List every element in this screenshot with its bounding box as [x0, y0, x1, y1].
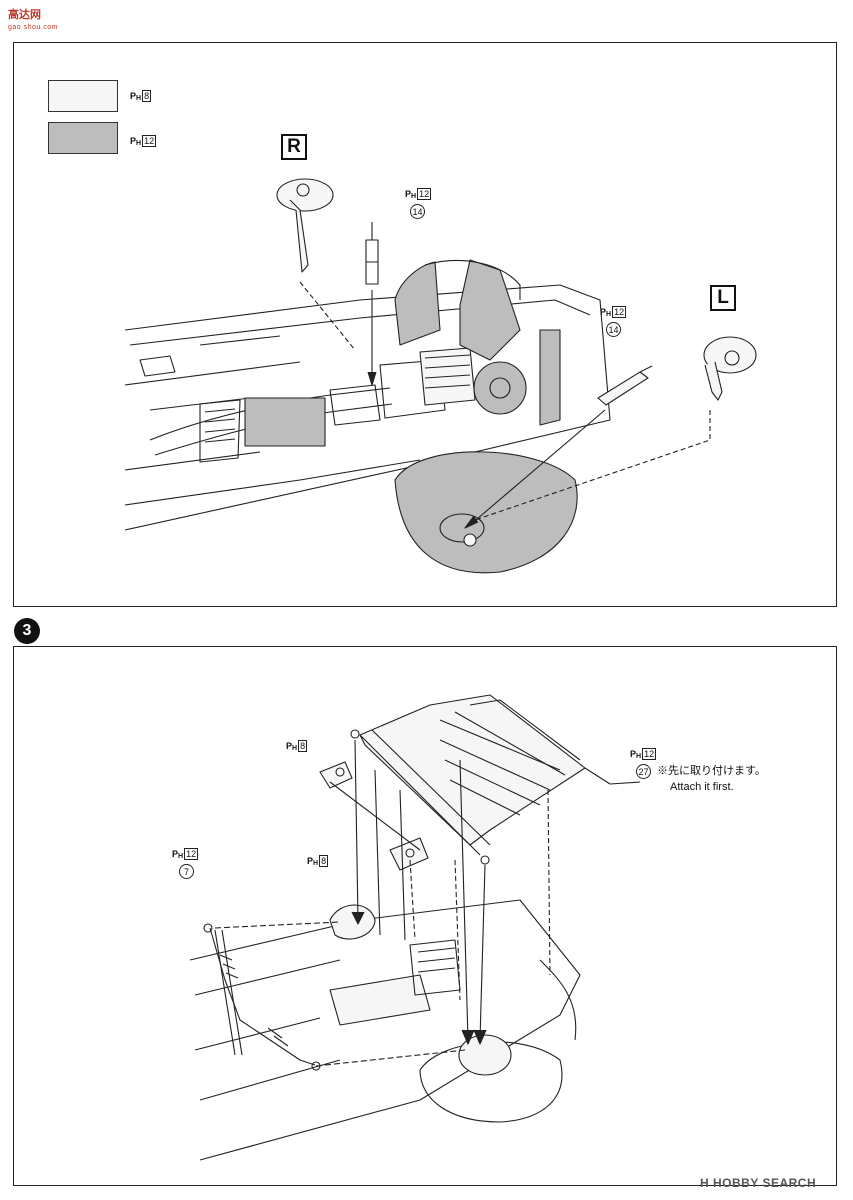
legend-swatch-white: [48, 80, 118, 112]
part-l-number: 14: [606, 322, 621, 337]
attach-first-note-jp: ※先に取り付けます。: [657, 765, 766, 777]
step-number-badge: 3: [14, 618, 40, 644]
site-logo-sub: gao.shou.com: [8, 24, 58, 31]
stabilizer-part-number: 7: [179, 864, 194, 879]
right-side-marker: R: [281, 134, 307, 160]
assembly-panel-lower: [13, 646, 837, 1186]
left-side-marker: L: [710, 285, 736, 311]
site-logo: 高达网: [8, 9, 41, 21]
legend-swatch-gray: [48, 122, 118, 154]
hobby-search-watermark: H HOBBY SEARCH: [700, 1176, 817, 1190]
assembly-panel-upper: [13, 42, 837, 607]
part-r-number: 14: [410, 204, 425, 219]
attach-first-note-en: Attach it first.: [670, 781, 734, 793]
crossmember-part-number: 27: [636, 764, 651, 779]
